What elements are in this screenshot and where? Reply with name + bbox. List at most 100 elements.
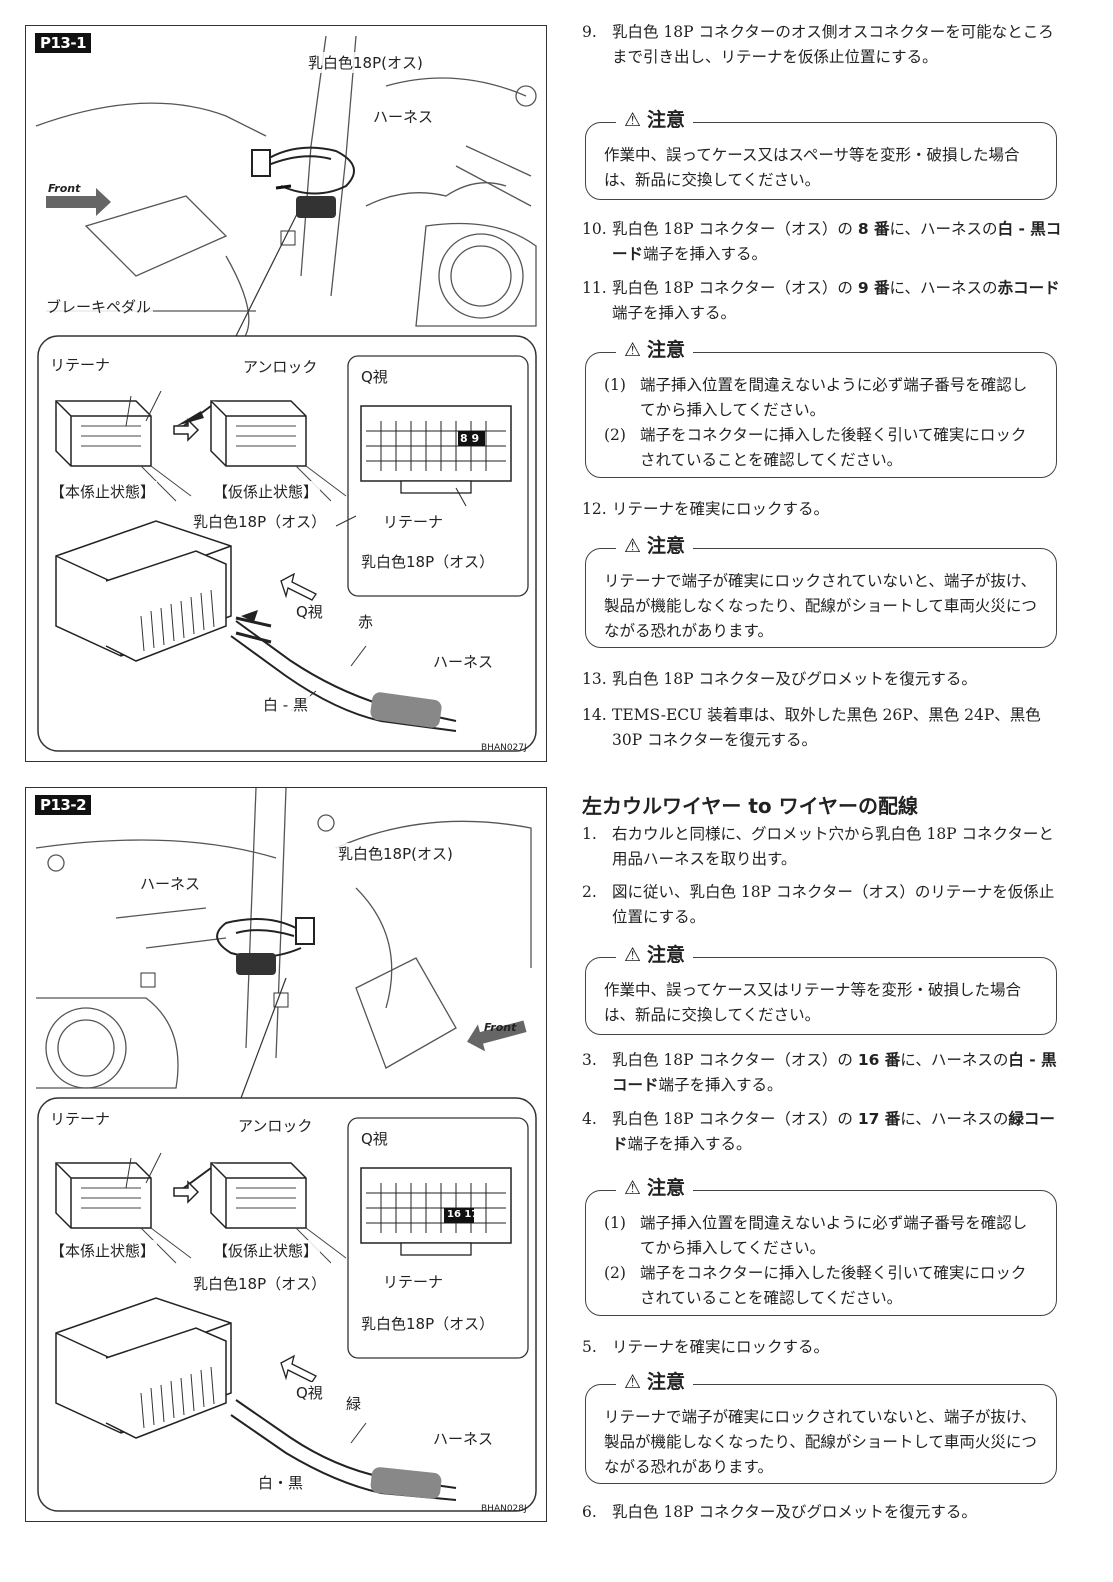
label-harness-top: ハーネス — [138, 873, 203, 894]
step-text: 乳白色 18P コネクター及びグロメットを復元する。 — [612, 670, 977, 688]
section-heading: 左カウルワイヤー to ワイヤーの配線 — [582, 794, 919, 818]
caution-list: (1)端子挿入位置を間違えないように必ず端子番号を確認してから挿入してください。… — [586, 353, 1056, 481]
figure-code: BHAN027J — [481, 743, 527, 753]
label-pin-numbers: 8 9 — [460, 432, 480, 445]
text-part: に、ハーネスの — [889, 220, 998, 238]
step-text: リテーナを確実にロックする。 — [612, 1338, 830, 1356]
label-harness-top: ハーネス — [371, 106, 436, 127]
label-wire-white-black: 白 - 黒 — [261, 694, 310, 715]
left-step-1: 1. 右カウルと同様に、グロメット穴から乳白色 18P コネクターと用品ハーネス… — [582, 822, 1062, 872]
label-unlock: アンロック — [241, 356, 320, 377]
label-connector-right: 乳白色18P（オス） — [359, 551, 497, 572]
figure-p13-1: P13-1 乳白色18P(オス) ハーネス Front ブレーキペダル リテーナ… — [25, 25, 547, 762]
label-retainer-q: リテーナ — [381, 511, 446, 532]
step-12: 12. リテーナを確実にロックする。 — [582, 497, 1062, 522]
left-step-4: 4. 乳白色 18P コネクター（オス）の 17 番に、ハーネスの緑コード端子を… — [582, 1107, 1062, 1157]
label-harness-bottom: ハーネス — [431, 1428, 496, 1449]
caution-label: 注意 — [647, 1177, 686, 1199]
text-part: に、ハーネスの — [900, 1051, 1009, 1069]
label-brake-pedal: ブレーキペダル — [44, 296, 154, 317]
text-part: に、ハーネスの — [900, 1110, 1009, 1128]
step-11: 11. 乳白色 18P コネクター（オス）の 9 番に、ハーネスの赤コード端子を… — [582, 276, 1062, 326]
item-text: 端子挿入位置を間違えないように必ず端子番号を確認してから挿入してください。 — [640, 376, 1028, 419]
caution-label: 注意 — [647, 339, 686, 361]
caution-item: (1)端子挿入位置を間違えないように必ず端子番号を確認してから挿入してください。 — [604, 373, 1040, 423]
item-text: 端子挿入位置を間違えないように必ず端子番号を確認してから挿入してください。 — [640, 1214, 1028, 1257]
caution-heading: ⚠注意 — [616, 534, 694, 559]
step-number: 6. — [582, 1503, 597, 1521]
step-9: 9. 乳白色 18P コネクターのオス側オスコネクターを可能なところまで引き出し… — [582, 20, 1062, 70]
label-wire-red: 赤 — [356, 611, 376, 632]
step-text: TEMS-ECU 装着車は、取外した黒色 26P、黒色 24P、黒色 30P コ… — [612, 706, 1041, 749]
caution-box-5: ⚠注意 (1) 端子挿入位置を間違えないように必ず端子番号を確認してから挿入してく… — [585, 1176, 1057, 1316]
label-q-view-arrow: Q視 — [294, 1382, 325, 1403]
step-13: 13. 乳白色 18P コネクター及びグロメットを復元する。 — [582, 667, 1062, 692]
figure-p13-2: P13-2 乳白色18P(オス) ハーネス Front リテーナ アンロック Q… — [25, 787, 547, 1522]
step-text: 図に従い、乳白色 18P コネクター（オス）のリテーナを仮係止位置にする。 — [612, 883, 1055, 926]
left-step-6: 6. 乳白色 18P コネクター及びグロメットを復元する。 — [582, 1500, 1062, 1525]
caution-item: (2)端子をコネクターに挿入した後軽く引いて確実にロックされていることを確認して… — [604, 1261, 1040, 1311]
pin-number: 17 番 — [857, 1110, 901, 1128]
caution-heading: ⚠注意 — [616, 108, 694, 133]
pin-number: 16 番 — [857, 1051, 901, 1069]
caution-label: 注意 — [647, 1371, 686, 1393]
item-text: 端子をコネクターに挿入した後軽く引いて確実にロックされていることを確認してくださ… — [640, 1264, 1027, 1307]
label-pin-numbers: 16 17 — [447, 1209, 479, 1220]
caution-heading: ⚠注意 — [616, 1370, 694, 1395]
caution-heading: ⚠注意 — [616, 1176, 694, 1201]
step-number: 13. — [582, 670, 607, 688]
label-state-main: 【本係止状態】 — [48, 1240, 158, 1261]
label-wire-green: 緑 — [344, 1393, 364, 1414]
text-part: 乳白色 18P コネクター（オス）の — [612, 220, 858, 238]
text-part: 端子を挿入する。 — [658, 1076, 783, 1094]
caution-text: 作業中、誤ってケース又はリテーナ等を変形・破損した場合は、新品に交換してください… — [604, 981, 1021, 1024]
warning-icon: ⚠ — [624, 944, 642, 966]
step-number: 2. — [582, 883, 597, 901]
step-number: 5. — [582, 1338, 597, 1356]
step-number: 1. — [582, 825, 597, 843]
step-text: 乳白色 18P コネクター（オス）の 16 番に、ハーネスの白 - 黒コード端子… — [612, 1048, 1062, 1098]
step-text: 乳白色 18P コネクターのオス側オスコネクターを可能なところまで引き出し、リテ… — [612, 23, 1054, 66]
label-retainer: リテーナ — [48, 1108, 113, 1129]
pin-number: 8 番 — [857, 220, 890, 238]
label-retainer-q: リテーナ — [381, 1271, 446, 1292]
left-step-5: 5. リテーナを確実にロックする。 — [582, 1335, 1062, 1360]
instruction-column: 9. 乳白色 18P コネクターのオス側オスコネクターを可能なところまで引き出し… — [582, 0, 1072, 1582]
caution-heading: ⚠注意 — [616, 338, 694, 363]
figure-p13-1-drawing — [35, 35, 537, 752]
step-number: 3. — [582, 1051, 597, 1069]
step-text: 乳白色 18P コネクター（オス）の 17 番に、ハーネスの緑コード端子を挿入す… — [612, 1107, 1062, 1157]
left-step-3: 3. 乳白色 18P コネクター（オス）の 16 番に、ハーネスの白 - 黒コー… — [582, 1048, 1062, 1098]
caution-box-4: ⚠注意 作業中、誤ってケース又はリテーナ等を変形・破損した場合は、新品に交換して… — [585, 943, 1057, 1035]
label-state-main: 【本係止状態】 — [48, 481, 158, 502]
item-text: 端子をコネクターに挿入した後軽く引いて確実にロックされていることを確認してくださ… — [640, 426, 1027, 469]
warning-icon: ⚠ — [624, 1371, 642, 1393]
figure-code: BHAN028J — [481, 1504, 527, 1514]
item-number: (2) — [604, 426, 626, 444]
text-part: 乳白色 18P コネクター（オス）の — [612, 279, 858, 297]
figure-tag: P13-2 — [35, 795, 92, 815]
label-wire-white-black: 白・黒 — [256, 1472, 306, 1493]
step-14: 14. TEMS-ECU 装着車は、取外した黒色 26P、黒色 24P、黒色 3… — [582, 703, 1062, 753]
caution-box-2: ⚠注意 (1)端子挿入位置を間違えないように必ず端子番号を確認してから挿入してく… — [585, 338, 1057, 481]
label-connector-top: 乳白色18P(オス) — [306, 52, 425, 73]
figure-p13-2-drawing — [35, 788, 537, 1512]
warning-icon: ⚠ — [624, 1177, 642, 1199]
label-unlock: アンロック — [236, 1115, 315, 1136]
warning-icon: ⚠ — [624, 535, 642, 557]
caution-label: 注意 — [647, 109, 686, 131]
label-state-temp: 【仮係止状態】 — [211, 1240, 321, 1261]
step-10: 10. 乳白色 18P コネクター（オス）の 8 番に、ハーネスの白 - 黒コー… — [582, 217, 1062, 267]
caution-text: リテーナで端子が確実にロックされていないと、端子が抜け、製品が機能しなくなったり… — [604, 572, 1037, 640]
step-number: 4. — [582, 1110, 597, 1128]
item-number: (1) — [604, 1214, 626, 1232]
step-number: 11. — [582, 279, 607, 297]
label-front: Front — [484, 1021, 517, 1034]
caution-box-6: ⚠注意 リテーナで端子が確実にロックされていないと、端子が抜け、製品が機能しなく… — [585, 1370, 1057, 1484]
warning-icon: ⚠ — [624, 109, 642, 131]
step-text: 乳白色 18P コネクター（オス）の 9 番に、ハーネスの赤コード端子を挿入する… — [612, 276, 1062, 326]
label-harness-bottom: ハーネス — [431, 651, 496, 672]
text-part: に、ハーネスの — [889, 279, 998, 297]
label-connector-top: 乳白色18P(オス) — [336, 843, 455, 864]
caution-heading: ⚠注意 — [616, 943, 694, 968]
